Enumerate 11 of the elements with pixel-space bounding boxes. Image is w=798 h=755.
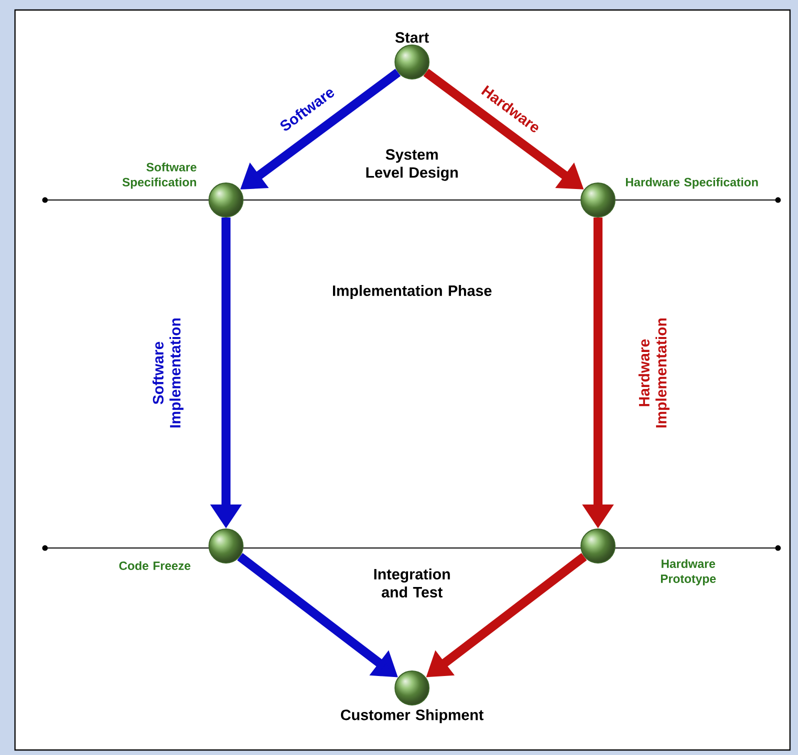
phase-label: System Level Design (366, 149, 458, 181)
milestone-label: Code Freeze (119, 561, 190, 570)
phase-label: Implementation Phase (333, 285, 492, 299)
milestone-label: Start (395, 32, 429, 43)
milestone-label: Software Specification (122, 162, 196, 189)
edge-label: Hardware Implementation (638, 318, 670, 428)
milestone-label: Customer Shipment (340, 709, 484, 724)
phase-label: Integration and Test (374, 568, 450, 598)
milestone-label: Hardware Prototype (661, 559, 716, 586)
edge-label: Software Implementation (152, 318, 184, 428)
milestone-label: Hardware Specification (626, 178, 758, 189)
